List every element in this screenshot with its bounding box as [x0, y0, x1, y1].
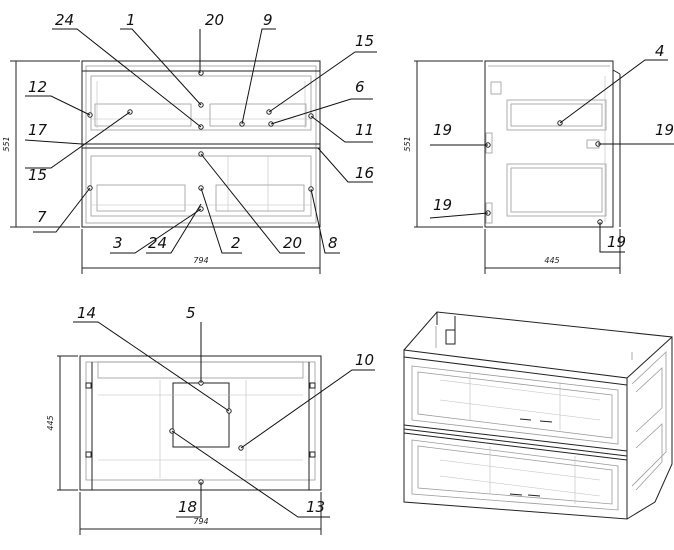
top-width-dim: 794 — [193, 517, 208, 526]
callout-label: 17 — [28, 121, 48, 139]
callout-label: 9 — [263, 11, 273, 29]
callout-label: 10 — [355, 351, 374, 369]
callout-label: 7 — [37, 208, 47, 226]
callout-label: 8 — [328, 234, 338, 252]
callout-label: 6 — [355, 78, 365, 96]
front-view: 551 794 24 1 20 9 15 12 6 17 11 15 16 7 … — [2, 11, 377, 274]
callout-label: 19 — [433, 196, 452, 214]
isometric-view — [403, 311, 673, 520]
callout-label: 20 — [205, 11, 224, 29]
callout-label: 24 — [55, 11, 74, 29]
top-view: 445 794 14 5 10 13 18 — [46, 304, 375, 535]
callout-label: 15 — [28, 166, 47, 184]
callout-label: 11 — [355, 121, 374, 139]
callout-label: 3 — [113, 234, 123, 252]
front-height-dim: 551 — [2, 136, 11, 151]
side-width-dim: 445 — [544, 256, 559, 265]
callout-label: 24 — [148, 234, 167, 252]
callout-label: 2 — [231, 234, 241, 252]
top-height-dim: 445 — [46, 415, 55, 430]
callout-label: 19 — [433, 121, 452, 139]
callout-label: 1 — [126, 11, 136, 29]
callout-label: 19 — [607, 233, 626, 251]
callout-label: 4 — [655, 42, 665, 60]
callout-label: 14 — [77, 304, 96, 322]
callout-label: 16 — [355, 164, 374, 182]
callout-label: 19 — [655, 121, 674, 139]
front-width-dim: 794 — [193, 256, 208, 265]
callout-label: 15 — [355, 32, 374, 50]
callout-label: 18 — [178, 498, 197, 516]
callout-label: 20 — [283, 234, 302, 252]
side-height-dim: 551 — [403, 136, 412, 151]
callout-label: 12 — [28, 78, 47, 96]
callout-label: 13 — [306, 498, 325, 516]
callout-label: 5 — [186, 304, 196, 322]
side-view: 551 445 4 19 19 19 19 — [403, 42, 674, 274]
